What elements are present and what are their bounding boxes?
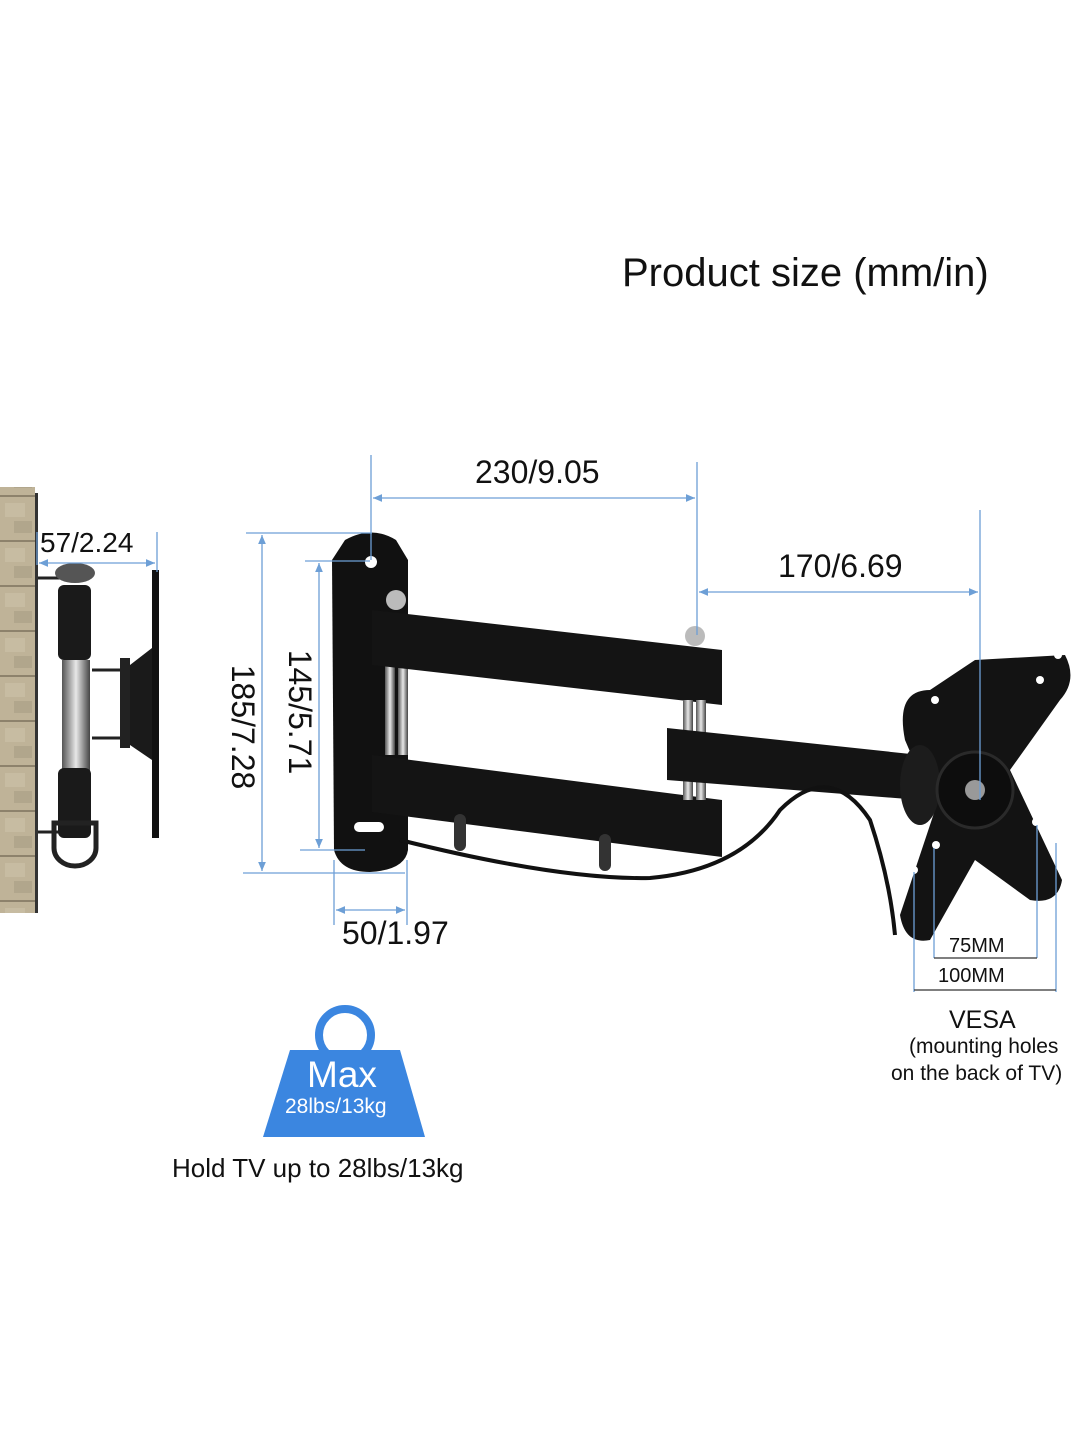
vesa-100mm-label: 100MM [938,965,1005,987]
dimension-lines [36,455,1057,992]
side-view-illustration [0,487,159,913]
dimension-230-9-05: 230/9.05 [475,454,600,490]
dimension-185-7-28: 185/7.28 [225,664,261,790]
vesa-label: VESA [949,1006,1016,1034]
vesa-note-line2: on the back of TV) [891,1062,1063,1085]
dimension-170-6-69: 170/6.69 [778,548,903,584]
vesa-75mm-label: 75MM [949,935,1005,957]
weight-caption: Hold TV up to 28lbs/13kg [172,1153,464,1183]
bracket-illustration [332,532,1071,941]
vesa-note-line1: (mounting holes [909,1035,1059,1058]
page-title: Product size (mm/in) [622,251,989,295]
weight-badge-max: Max [307,1054,377,1095]
weight-badge-value: 28lbs/13kg [285,1095,387,1118]
dimension-57-2-24: 57/2.24 [40,527,134,558]
max-weight-icon [263,1005,425,1137]
dimension-50-1-97: 50/1.97 [342,915,449,951]
dimension-145-5-71: 145/5.71 [282,649,318,775]
